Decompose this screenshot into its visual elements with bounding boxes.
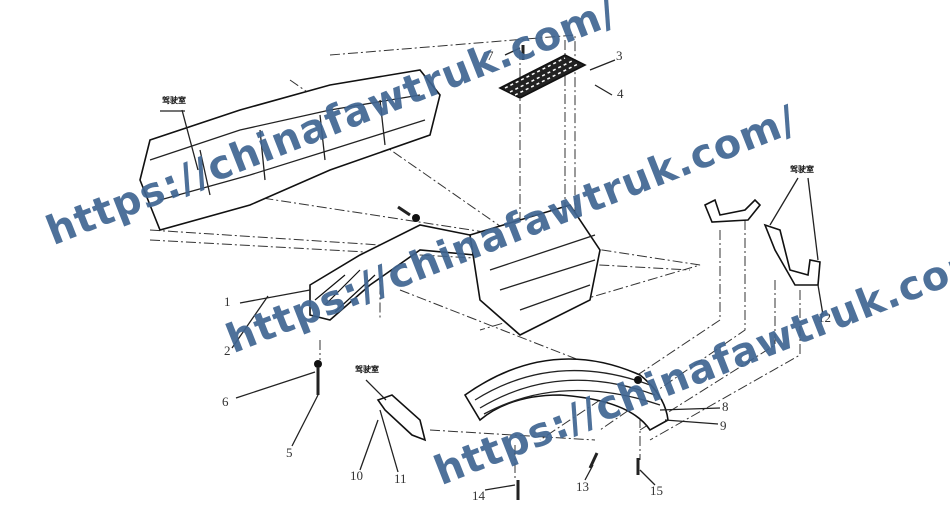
callout-3: 3 bbox=[616, 48, 623, 63]
cab-label: 驾驶室 bbox=[789, 164, 814, 174]
cab-label: 驾驶室 bbox=[161, 95, 186, 105]
callout-1: 1 bbox=[224, 294, 231, 309]
step-plate-part bbox=[498, 45, 587, 99]
callout-10: 10 bbox=[350, 468, 363, 483]
callout-4: 4 bbox=[617, 86, 624, 101]
callout-9: 9 bbox=[720, 418, 727, 433]
leader-lines bbox=[160, 47, 824, 491]
callout-7: 7 bbox=[487, 48, 494, 63]
cab-floor-part bbox=[139, 69, 441, 231]
callout-15: 15 bbox=[650, 483, 663, 498]
callout-12: 12 bbox=[818, 310, 831, 325]
callout-13: 13 bbox=[576, 479, 589, 494]
callout-11: 11 bbox=[394, 471, 407, 486]
callout-6: 6 bbox=[222, 394, 229, 409]
callout-5: 5 bbox=[286, 445, 293, 460]
callout-8: 8 bbox=[722, 399, 729, 414]
callout-labels: 1 2 3 4 5 6 7 8 9 10 11 12 13 14 15 驾驶室 … bbox=[161, 48, 831, 503]
callout-2: 2 bbox=[224, 343, 231, 358]
cab-label: 驾驶室 bbox=[354, 364, 379, 374]
callout-14: 14 bbox=[472, 488, 486, 503]
bolts bbox=[314, 205, 642, 500]
fender-bracket-part bbox=[309, 204, 601, 336]
mudguard-part bbox=[463, 358, 669, 432]
bracket-parts bbox=[376, 198, 821, 442]
